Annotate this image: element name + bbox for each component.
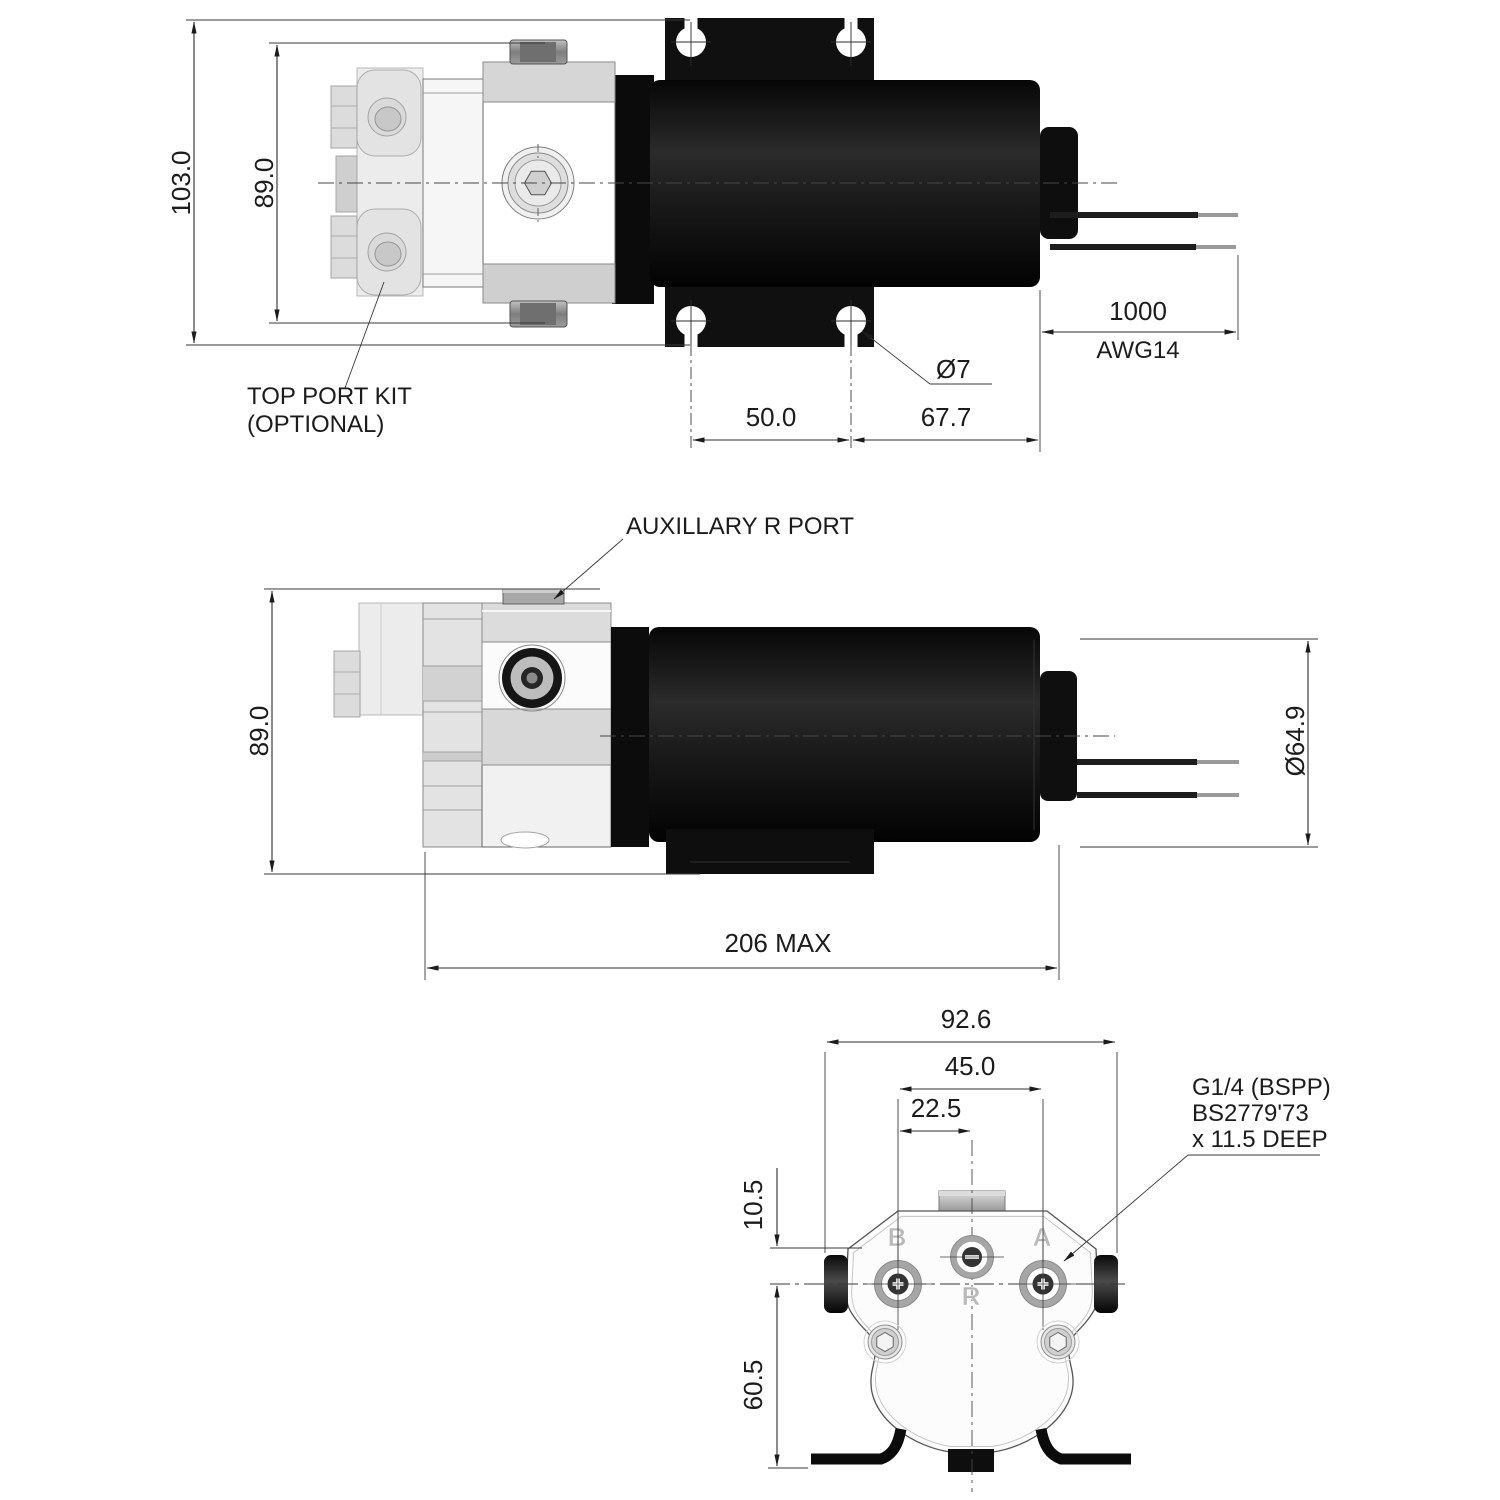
dim-hole-pitch: 50.0 [746,402,797,432]
dim-port-pitch-ab: 45.0 [945,1051,996,1081]
pump-head-top-view [422,39,616,328]
dim-hole-diameter: Ø7 [936,354,971,384]
motor-flange-aux [611,627,649,847]
aux-r-port [502,588,565,605]
motor-flange [612,75,654,304]
motor-body-aux [649,627,1040,842]
bottom-plug [948,1449,994,1472]
end-housing-inner-contour [851,1215,1093,1447]
dimensions-side-aux: 89.0 Ø64.9 206 MAX AUXILLARY R PORT [244,513,1318,980]
dim-wire-length: 1000 [1109,296,1167,326]
dimensions-end: 92.6 45.0 22.5 10.5 60.5 G1/4 (BSPP) BS2… [738,1004,1331,1469]
port-letter-r: R [962,1281,981,1311]
dim-overall-width: 92.6 [941,1004,992,1034]
label-aux-r-port: AUXILLARY R PORT [626,513,854,540]
dim-body-height: 89.0 [244,706,274,757]
port-a [1008,1240,1078,1330]
top-port-kit [330,67,424,297]
view-side-aux: 89.0 Ø64.9 206 MAX AUXILLARY R PORT [244,513,1318,980]
motor-wires [1050,212,1238,250]
dim-overall-height: 103.0 [166,150,196,215]
note-thread-line2: BS2779'73 [1192,1100,1309,1127]
hex-bolt-left [863,1320,907,1364]
dim-hole-to-motor-end: 67.7 [921,402,972,432]
port-letter-b: B [888,1222,907,1252]
note-thread-line3: x 11.5 DEEP [1192,1126,1328,1153]
port-letter-a: A [1033,1222,1052,1252]
dim-lower-height: 60.5 [738,1360,768,1411]
left-side-pad [824,1255,848,1313]
dimensions-side-top: 103.0 89.0 1000 AWG14 50.0 67.7 Ø7 TOP P… [166,19,1239,452]
bracket-foot-right [1035,1427,1131,1465]
bracket-foot-left [811,1427,907,1465]
dim-port-pitch-half: 22.5 [911,1093,962,1123]
bracket-edge [666,829,874,874]
label-top-port-kit-line1: TOP PORT KIT [247,383,412,410]
right-side-pad [1094,1255,1118,1313]
hex-bolt-right [1036,1320,1080,1364]
dim-wire-gauge: AWG14 [1096,337,1179,364]
port-kit-profile [333,602,428,718]
dim-overall-length: 206 MAX [725,928,832,958]
port-b [863,1240,933,1330]
label-top-port-kit-line2: (OPTIONAL) [247,411,384,438]
dim-row-offset: 10.5 [738,1180,768,1231]
view-side-top: 103.0 89.0 1000 AWG14 50.0 67.7 Ø7 TOP P… [166,18,1239,452]
dim-motor-diameter: Ø64.9 [1280,706,1310,777]
port-r [940,1235,1004,1279]
gear-housing-strip [422,602,483,848]
motor-body [650,80,1040,287]
dim-port-span: 89.0 [249,158,279,209]
motor-wires-aux [1077,759,1239,798]
head-slot [500,831,550,849]
pump-head-aux-view [481,588,612,849]
note-thread-line1: G1/4 (BSPP) [1192,1074,1331,1101]
side-port-face [498,644,566,712]
view-end: B A R 92.6 45.0 22.5 10.5 60.5 G1/4 (BSP… [738,1004,1331,1492]
